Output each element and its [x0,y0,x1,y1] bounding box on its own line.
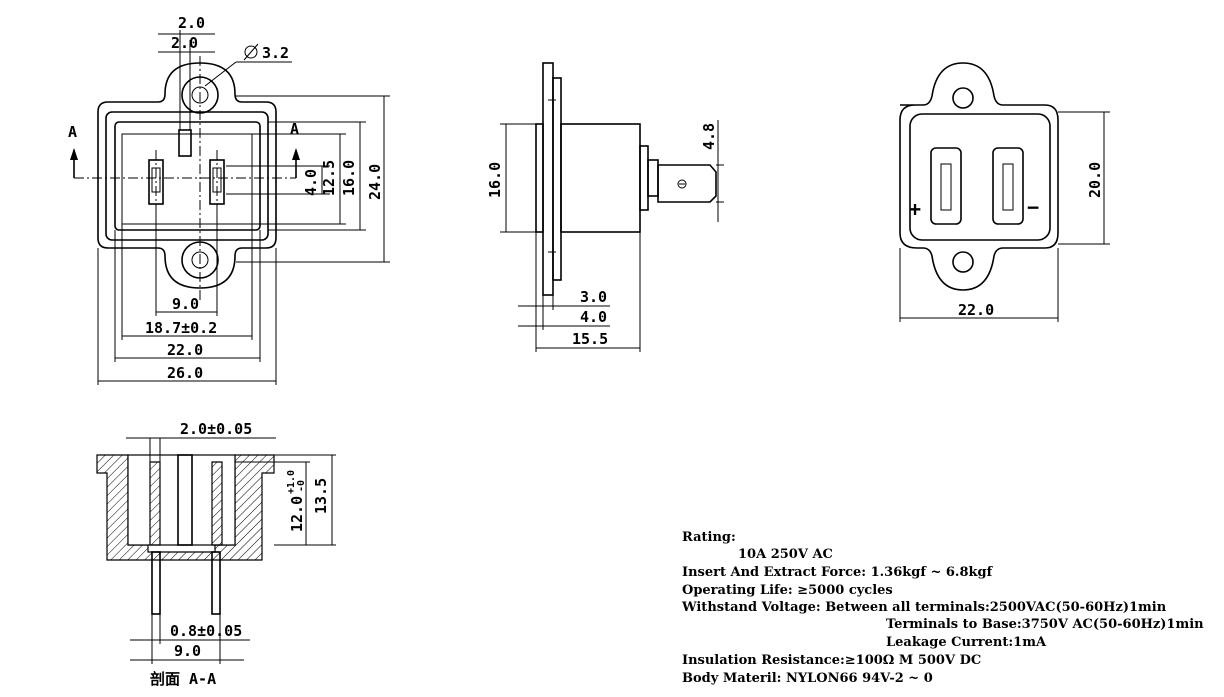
section-dim-9: 9.0 [174,642,201,660]
dim-top-inner: 2.0 [171,34,198,52]
section-dim-top: 2.0±0.05 [180,420,252,438]
side-dim-4: 4.0 [580,308,607,326]
section-dim-pin: 0.8±0.05 [170,622,242,640]
section-dim-12-tol-upper: +1.0 [286,470,297,494]
front-view: A A 2.0 2.0 3.2 4.0 12.5 16.0 24.0 [68,14,390,385]
section-caption: 剖面 A-A [150,670,216,688]
section-mark-left: A [68,123,77,141]
rear-dim-20: 20.0 [1086,162,1104,198]
spec-block: Rating: 10A 250V AC Insert And Extract F… [681,530,1204,686]
spec-line: Body Materil: NYLON66 94V-2 ~ 0 [682,671,933,686]
rear-view: + − 20.0 22.0 [899,62,1110,322]
dim-26: 26.0 [167,364,203,382]
dim-18-7: 18.7±0.2 [145,319,217,337]
dim-22: 22.0 [167,341,203,359]
spec-line: Withstand Voltage: Between all terminals… [681,600,1167,615]
spec-line: Operating Life: ≥5000 cycles [682,583,893,598]
dim-pin-h: 4.0 [302,169,320,196]
side-dim-4-8: 4.8 [700,123,718,150]
section-dim-12: 12.0 [288,496,306,532]
dim-hole: 3.2 [262,44,289,62]
minus-sign: − [1027,195,1039,219]
spec-line: Rating: [682,530,736,545]
section-view: 2.0±0.05 12.0 +1.0 -0 13.5 0.8±0.05 9.0 … [96,420,336,688]
side-dim-15-5: 15.5 [572,330,608,348]
spec-line: Leakage Current:1mA [886,635,1047,650]
dim-16: 16.0 [340,160,358,196]
spec-line: Terminals to Base:3750V AC(50-60Hz)1min [886,617,1204,632]
section-dim-13-5: 13.5 [312,478,330,514]
dim-24: 24.0 [366,164,384,200]
side-dim-16: 16.0 [486,162,504,198]
rear-dim-22: 22.0 [958,301,994,319]
dim-12-5: 12.5 [320,160,338,196]
spec-line: 10A 250V AC [738,547,833,562]
dim-top-outer: 2.0 [178,14,205,32]
side-dim-3: 3.0 [580,288,607,306]
section-mark-right: A [290,120,299,138]
side-view: 16.0 4.8 3.0 4.0 15.5 [486,62,724,352]
dim-9: 9.0 [172,295,199,313]
plus-sign: + [909,197,921,221]
section-dim-12-tol-lower: -0 [296,480,307,492]
spec-line: Insulation Resistance:≥100Ω M 500V DC [682,653,981,668]
spec-line: Insert And Extract Force: 1.36kgf ~ 6.8k… [682,565,994,580]
